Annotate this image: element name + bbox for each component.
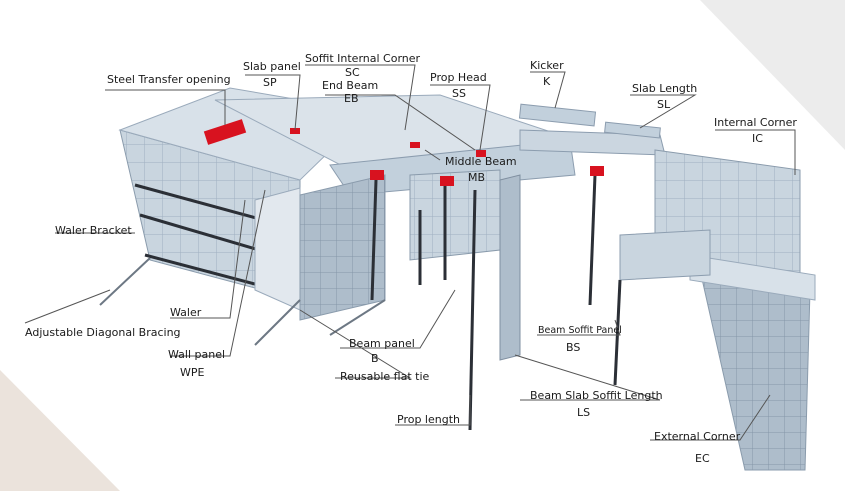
- corner-decoration-bottom: [0, 370, 120, 491]
- label-prop-head: Prop Head: [430, 71, 487, 84]
- label-reusable-flat-tie: Reusable flat tie: [340, 370, 430, 383]
- label-soffit-internal-corner-code: SC: [345, 66, 360, 79]
- adjustable-diagonal-bracing: [99, 257, 386, 346]
- label-internal-corner-code: IC: [752, 132, 763, 145]
- label-middle-beam: Middle Beam: [445, 155, 517, 168]
- label-beam-panel: Beam panel: [349, 337, 415, 350]
- label-middle-beam-code: MB: [468, 171, 486, 184]
- label-soffit-internal-corner: Soffit Internal Corner: [305, 52, 421, 65]
- label-prop-head-code: SS: [452, 87, 466, 100]
- label-beam-slab-soffit-length: Beam Slab Soffit Length: [530, 389, 663, 402]
- kicker-piece: [518, 103, 597, 127]
- label-steel-transfer-opening: Steel Transfer opening: [107, 73, 231, 86]
- label-kicker-code: K: [543, 75, 551, 88]
- label-external-corner-code: EC: [695, 452, 710, 465]
- label-beam-soffit-panel: Beam Soffit Panel: [538, 325, 622, 336]
- corner-decoration-top: [700, 0, 845, 150]
- label-waler: Waler: [170, 306, 202, 319]
- label-slab-panel-code: SP: [263, 76, 277, 89]
- label-wall-panel-code: WPE: [180, 366, 205, 379]
- prop-heads: [290, 128, 604, 186]
- label-kicker: Kicker: [530, 59, 564, 72]
- label-waler-bracket: Waler Bracket: [55, 224, 132, 237]
- center-wall: [409, 169, 501, 261]
- label-end-beam: End Beam: [322, 79, 379, 92]
- label-prop-length: Prop length: [397, 413, 460, 426]
- label-beam-panel-code: B: [371, 352, 379, 365]
- label-wall-panel: Wall panel: [168, 348, 226, 361]
- column: [499, 174, 521, 361]
- steel-transfer-opening: [203, 119, 247, 145]
- label-internal-corner: Internal Corner: [714, 116, 797, 129]
- label-adjustable-diagonal-bracing: Adjustable Diagonal Bracing: [25, 326, 181, 339]
- right-room: [619, 149, 816, 471]
- label-beam-soffit-panel-code: BS: [566, 341, 581, 354]
- label-external-corner: External Corner: [654, 430, 741, 443]
- label-slab-length: Slab Length: [632, 82, 698, 95]
- label-beam-slab-soffit-length-code: LS: [577, 406, 591, 419]
- label-end-beam-code: EB: [344, 92, 359, 105]
- label-slab-panel: Slab panel: [243, 60, 301, 73]
- leader-lines: [24, 64, 796, 441]
- props: [370, 174, 622, 431]
- slab-length-piece: [604, 121, 661, 139]
- label-slab-length-code: SL: [657, 98, 671, 111]
